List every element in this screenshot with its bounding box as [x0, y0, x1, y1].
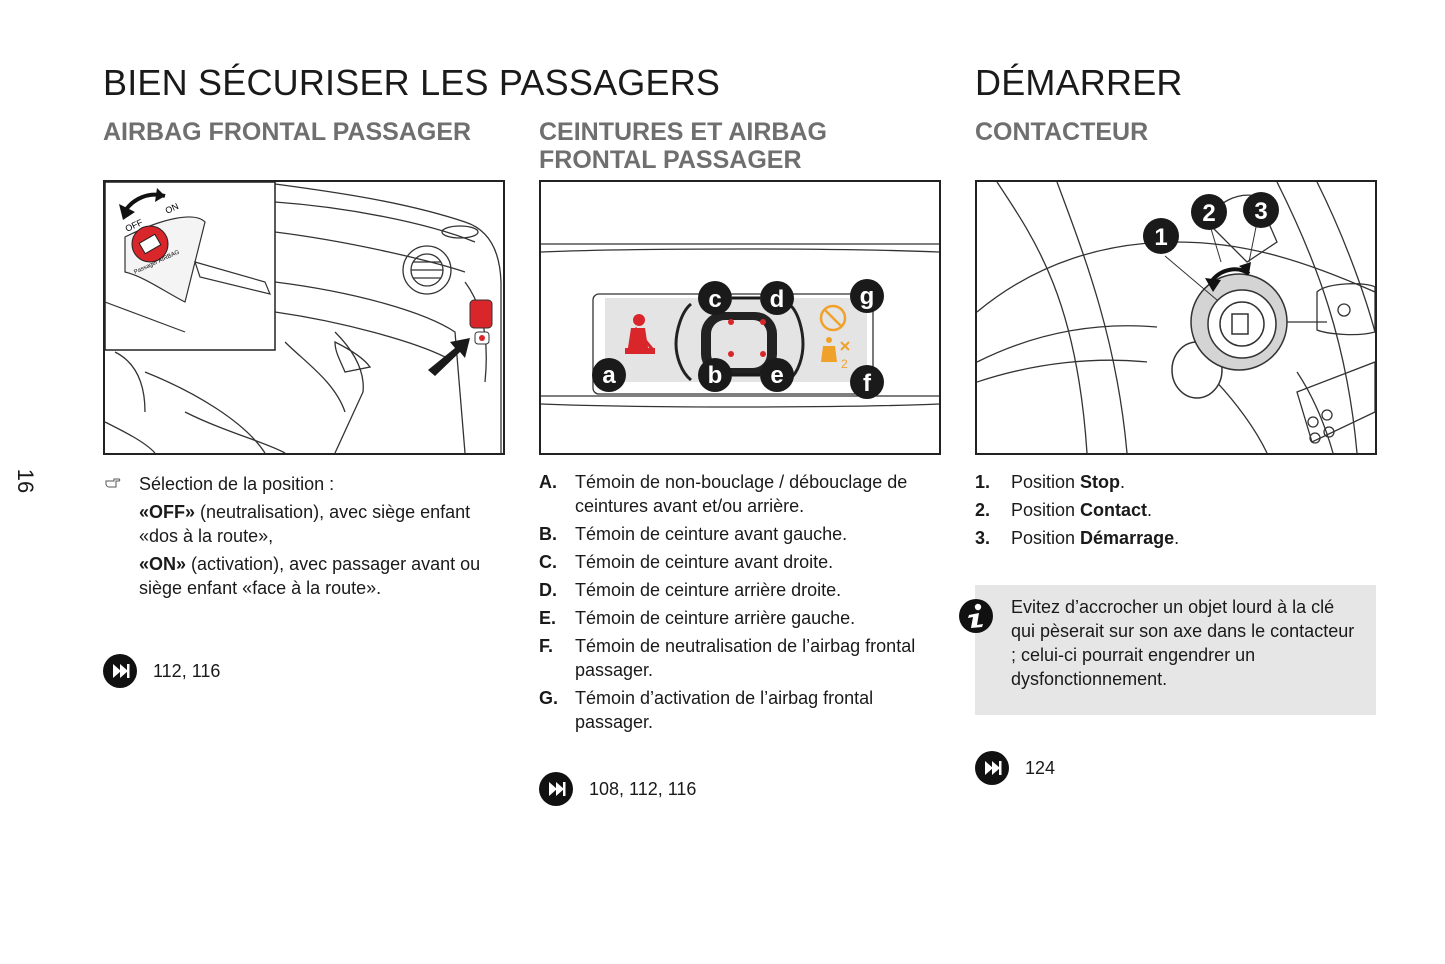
airbag-off-icon: [819, 304, 847, 332]
warning-lamps-list: A.Témoin de non-bouclage / débouclage de…: [539, 470, 939, 738]
belts-refs-text: 108, 112, 116: [589, 778, 697, 799]
section-title-belts-line2: FRONTAL PASSAGER: [539, 146, 802, 174]
note-text: Evitez d’accrocher un objet lourd à la c…: [1011, 597, 1355, 689]
seatbelt-warning-icon: [625, 314, 655, 354]
off-label: «OFF»: [139, 502, 196, 522]
list-item: 1.Position Stop.: [975, 472, 1126, 492]
marker-b: b: [708, 362, 723, 389]
next-page-icon: [103, 654, 137, 688]
airbag-off-description: «OFF» (neutralisation), avec siège enfan…: [139, 500, 503, 548]
belts-page-refs: 108, 112, 116: [539, 772, 696, 806]
list-item: C.Témoin de ceinture avant droite.: [539, 552, 834, 572]
list-item: 3.Position Démarrage.: [975, 528, 1180, 548]
section-title-airbag: AIRBAG FRONTAL PASSAGER: [103, 118, 472, 146]
hand-pointer-icon: [105, 478, 121, 488]
dashboard-illustration: OFF ON Passager AIRBAG: [105, 182, 502, 453]
list-item: B.Témoin de ceinture avant gauche.: [539, 524, 848, 544]
marker-3: 3: [1254, 198, 1267, 225]
list-item: F.Témoin de neutralisation de l’airbag f…: [539, 636, 916, 680]
section-title-belts-line1: CEINTURES ET AIRBAG: [539, 118, 827, 146]
next-page-icon: [975, 751, 1009, 785]
airbag-on-description: «ON» (activation), avec passager avant o…: [139, 552, 503, 600]
marker-2: 2: [1202, 200, 1215, 227]
ignition-refs-text: 124: [1025, 757, 1056, 778]
ignition-positions-list: 1.Position Stop. 2.Position Contact. 3.P…: [975, 470, 1375, 554]
section-title-belts: CEINTURES ET AIRBAG FRONTAL PASSAGER: [539, 118, 827, 174]
marker-1: 1: [1154, 224, 1167, 251]
ignition-figure: 1 2 3: [975, 180, 1377, 455]
airbag-switch-figure: OFF ON Passager AIRBAG: [103, 180, 505, 455]
list-item: D.Témoin de ceinture arrière droite.: [539, 580, 842, 600]
marker-c: c: [708, 286, 721, 313]
belt-warning-figure: 2 a c d b e g f: [539, 180, 941, 455]
warning-note: Evitez d’accrocher un objet lourd à la c…: [975, 585, 1376, 715]
ignition-illustration: 1 2 3: [977, 182, 1375, 453]
list-item: G.Témoin d’activation de l’airbag fronta…: [539, 688, 874, 732]
airbag-on-icon: [821, 337, 850, 362]
page-title-start: DÉMARRER: [975, 62, 1183, 103]
page-number: 16: [13, 468, 38, 494]
section-title-ignition: CONTACTEUR: [975, 118, 1149, 146]
car-top-view-icon: [674, 302, 805, 382]
airbag-instructions: Sélection de la position : «OFF» (neutra…: [103, 472, 503, 600]
list-item: E.Témoin de ceinture arrière gauche.: [539, 608, 856, 628]
list-item: 2.Position Contact.: [975, 500, 1153, 520]
on-label: «ON»: [139, 554, 187, 574]
warning-lamp-illustration: 2 a c d b e g f: [541, 243, 939, 408]
page-title-safety: BIEN SÉCURISER LES PASSAGERS: [103, 62, 721, 103]
off-text: (neutralisation), avec siège enfant «dos…: [139, 502, 471, 546]
airbag-intro: Sélection de la position :: [139, 474, 335, 494]
next-page-icon: [539, 772, 573, 806]
svg-text:2: 2: [841, 357, 848, 371]
airbag-refs-text: 112, 116: [153, 660, 221, 681]
marker-e: e: [770, 362, 783, 389]
marker-g: g: [860, 283, 875, 310]
ignition-page-refs: 124: [975, 751, 1055, 785]
marker-a: a: [602, 362, 616, 389]
marker-d: d: [770, 286, 785, 313]
marker-f: f: [863, 370, 872, 397]
on-text: (activation), avec passager avant ou siè…: [139, 554, 481, 598]
info-icon: [959, 599, 993, 633]
airbag-page-refs: 112, 116: [103, 654, 220, 688]
list-item: A.Témoin de non-bouclage / débouclage de…: [539, 472, 908, 516]
